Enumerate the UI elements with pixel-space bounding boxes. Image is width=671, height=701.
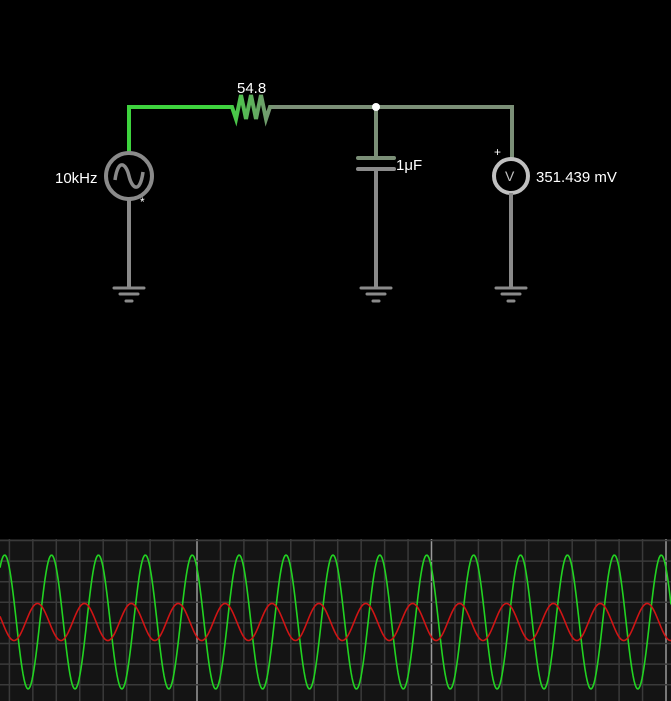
resistor[interactable] bbox=[226, 94, 276, 127]
capacitor[interactable] bbox=[356, 156, 396, 288]
scope-trace-capacitor-voltage bbox=[0, 602, 671, 642]
scope-grid bbox=[0, 539, 671, 701]
oscilloscope-panel[interactable] bbox=[0, 539, 671, 701]
ground-icon bbox=[112, 286, 146, 303]
voltmeter-symbol: V bbox=[505, 168, 515, 184]
scope-traces bbox=[0, 554, 671, 690]
resistor-value-label: 54.8 bbox=[237, 80, 267, 97]
wire-node[interactable] bbox=[276, 105, 514, 159]
wire-source-to-resistor[interactable] bbox=[127, 105, 226, 153]
scope-trace-source-voltage bbox=[0, 554, 671, 690]
ground-icon bbox=[359, 286, 393, 303]
ac-sine-icon bbox=[113, 163, 145, 189]
source-frequency-label: 10kHz bbox=[55, 170, 98, 187]
voltmeter[interactable] bbox=[492, 157, 530, 288]
capacitor-value-label: 1μF bbox=[396, 157, 423, 174]
circuit-canvas[interactable] bbox=[0, 0, 671, 535]
source-polarity-marker: * bbox=[140, 195, 145, 209]
oscilloscope-plot bbox=[0, 539, 671, 701]
junction-node[interactable] bbox=[372, 103, 380, 111]
voltmeter-reading: 351.439 mV bbox=[536, 169, 617, 186]
ac-source[interactable] bbox=[104, 151, 154, 288]
ground-icon bbox=[494, 286, 528, 303]
voltmeter-plus-marker: + bbox=[494, 145, 502, 159]
